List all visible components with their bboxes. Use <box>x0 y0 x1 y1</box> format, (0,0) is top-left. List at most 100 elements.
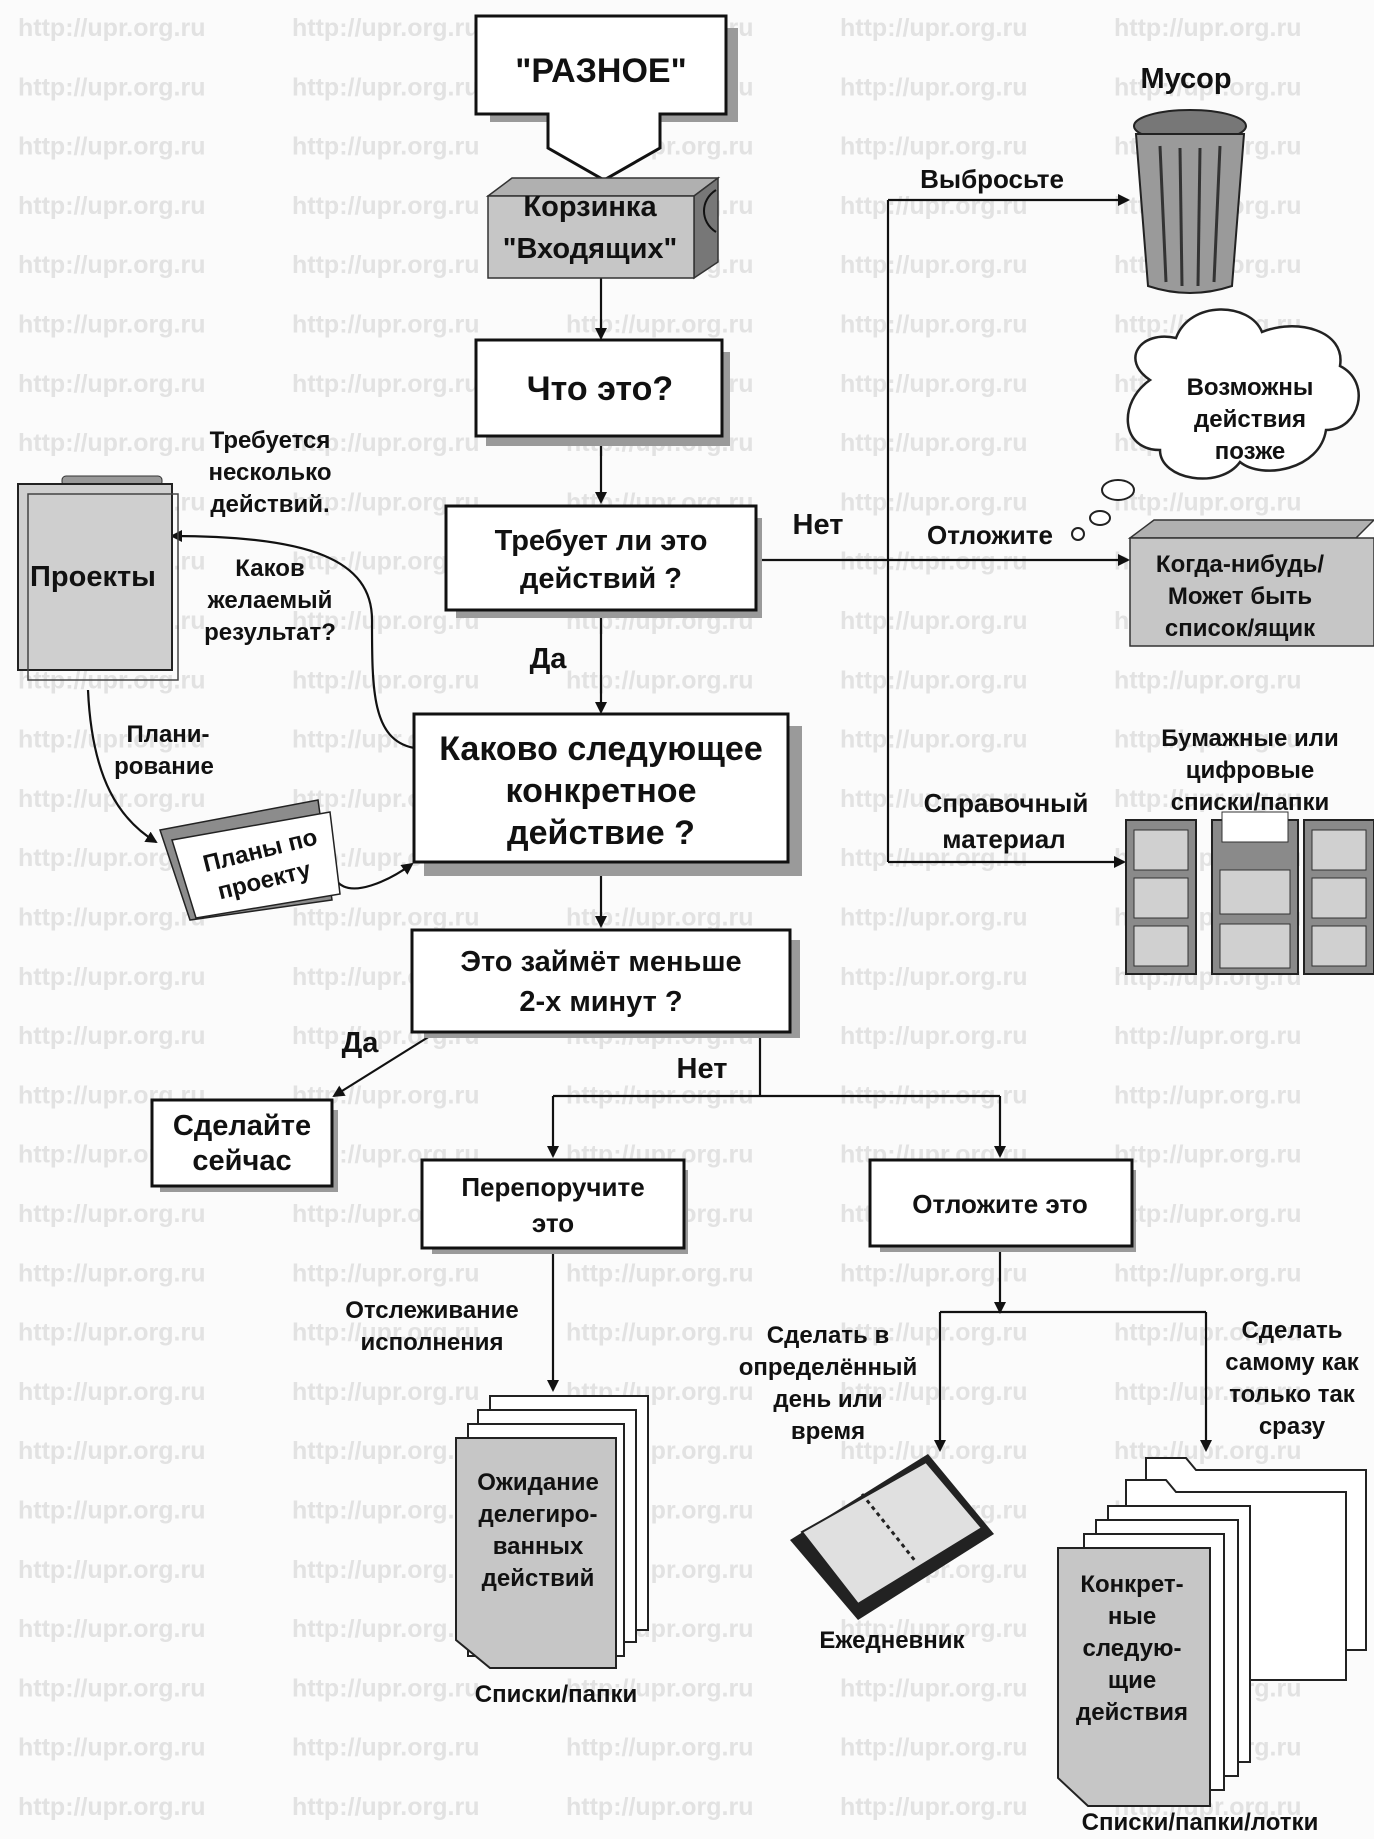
delegate-label-1: Перепоручите <box>461 1172 644 1202</box>
two-minutes-label-1: Это займёт меньше <box>460 946 741 978</box>
watermark-text: http://upr.org.ru <box>566 666 753 694</box>
inbox-tray: Корзинка "Входящих" <box>485 176 721 280</box>
planning-label: Плани- рование <box>114 721 214 780</box>
watermark-text: http://upr.org.ru <box>18 1437 205 1465</box>
watermark-text: http://upr.org.ru <box>292 1556 479 1584</box>
stuff-box: "РАЗНОЕ" <box>474 14 738 182</box>
watermark-text: http://upr.org.ru <box>292 192 479 220</box>
svg-text:следую-: следую- <box>1083 1635 1182 1662</box>
asap-label: Сделать самому как только так сразу <box>1225 1317 1360 1440</box>
filing-cabinets-icon <box>1125 811 1374 975</box>
calendar-label: Ежедневник <box>819 1627 965 1654</box>
watermark-text: http://upr.org.ru <box>292 1615 479 1643</box>
watermark-text: http://upr.org.ru <box>840 251 1027 279</box>
trash-can-icon <box>1133 109 1247 294</box>
watermark-text: http://upr.org.ru <box>18 133 205 161</box>
watermark-text: http://upr.org.ru <box>840 963 1027 991</box>
two-minutes-label-2: 2-х минут ? <box>519 986 682 1018</box>
next-action-label-3: действие ? <box>507 814 695 852</box>
watermark-text: http://upr.org.ru <box>292 1674 479 1702</box>
svg-text:исполнения: исполнения <box>360 1329 503 1356</box>
watermark-text: http://upr.org.ru <box>18 14 205 42</box>
watermark-text: http://upr.org.ru <box>840 1437 1027 1465</box>
next-action-box: Каково следующее конкретное действие ? <box>412 712 802 876</box>
svg-text:Может быть: Может быть <box>1168 583 1312 610</box>
defer-label: Отложите это <box>912 1189 1087 1219</box>
svg-text:Бумажные или: Бумажные или <box>1161 725 1339 752</box>
watermark-text: http://upr.org.ru <box>18 1734 205 1762</box>
watermark-text: http://upr.org.ru <box>1114 666 1301 694</box>
svg-text:Конкрет-: Конкрет- <box>1080 1571 1183 1598</box>
watermark-text: http://upr.org.ru <box>1114 1437 1301 1465</box>
watermark-text: http://upr.org.ru <box>18 1793 205 1821</box>
watermark-text: http://upr.org.ru <box>18 73 205 101</box>
actionable-label-1: Требует ли это <box>495 525 708 557</box>
watermark-text: http://upr.org.ru <box>1114 785 1301 813</box>
specific-time-label: Сделать в определённый день или время <box>739 1322 918 1445</box>
svg-text:позже: позже <box>1215 438 1286 465</box>
watermark-text: http://upr.org.ru <box>18 1319 205 1347</box>
watermark-text: http://upr.org.ru <box>292 370 479 398</box>
watermark-text: http://upr.org.ru <box>18 311 205 339</box>
inbox-label-1: Корзинка <box>523 191 657 223</box>
watermark-text: http://upr.org.ru <box>840 133 1027 161</box>
watermark-text: http://upr.org.ru <box>1114 1200 1301 1228</box>
what-is-it-label: Что это? <box>527 370 673 408</box>
svg-text:время: время <box>791 1418 865 1445</box>
svg-text:щие: щие <box>1108 1667 1156 1694</box>
watermark-text: http://upr.org.ru <box>840 1319 1027 1347</box>
watermark-text: http://upr.org.ru <box>292 1319 479 1347</box>
projects-binder: Проекты <box>17 475 179 681</box>
watermark-text: http://upr.org.ru <box>292 429 479 457</box>
watermark-text: http://upr.org.ru <box>840 311 1027 339</box>
watermark-text: http://upr.org.ru <box>292 1497 479 1525</box>
no-label-actionable: Нет <box>793 509 844 541</box>
calendar-book-icon <box>790 1454 994 1620</box>
svg-text:Сделать в: Сделать в <box>767 1322 889 1349</box>
watermark-text: http://upr.org.ru <box>840 726 1027 754</box>
svg-text:день или: день или <box>773 1386 882 1413</box>
watermark-text: http://upr.org.ru <box>1114 1319 1301 1347</box>
yes-label-two-minutes: Да <box>342 1027 380 1059</box>
watermark-text: http://upr.org.ru <box>1114 14 1301 42</box>
watermark-text: http://upr.org.ru <box>1114 1081 1301 1109</box>
watermark-text: http://upr.org.ru <box>18 429 205 457</box>
svg-text:цифровые: цифровые <box>1186 757 1314 784</box>
watermark-text: http://upr.org.ru <box>566 1674 753 1702</box>
svg-text:Ожидание: Ожидание <box>477 1469 599 1496</box>
next-action-label-1: Каково следующее <box>439 730 763 768</box>
watermark-text: http://upr.org.ru <box>1114 1259 1301 1287</box>
inbox-label-2: "Входящих" <box>503 233 678 265</box>
watermark-text: http://upr.org.ru <box>18 1497 205 1525</box>
watermark-text: http://upr.org.ru <box>1114 1141 1301 1169</box>
maybe-cloud: Возможны действия позже <box>1089 308 1360 526</box>
watermark-text: http://upr.org.ru <box>18 1259 205 1287</box>
watermark-text: http://upr.org.ru <box>840 844 1027 872</box>
watermark-text: http://upr.org.ru <box>292 607 479 635</box>
watermark-text: http://upr.org.ru <box>840 785 1027 813</box>
no-label-two-minutes: Нет <box>677 1053 728 1085</box>
svg-text:действия: действия <box>1076 1699 1188 1726</box>
watermark-text: http://upr.org.ru <box>292 1734 479 1762</box>
watermark-text: http://upr.org.ru <box>840 14 1027 42</box>
svg-text:материал: материал <box>942 824 1065 854</box>
watermark-text: http://upr.org.ru <box>1114 726 1301 754</box>
reference-material-label: Справочный материал <box>924 788 1089 854</box>
watermark-text: http://upr.org.ru <box>840 370 1027 398</box>
watermark-text: http://upr.org.ru <box>292 1437 479 1465</box>
tracking-label: Отслеживание исполнения <box>345 1297 519 1356</box>
watermark-text: http://upr.org.ru <box>292 311 479 339</box>
watermark-text: http://upr.org.ru <box>840 429 1027 457</box>
watermark-text: http://upr.org.ru <box>292 1793 479 1821</box>
watermark-text: http://upr.org.ru <box>18 904 205 932</box>
watermark-text: http://upr.org.ru <box>18 1615 205 1643</box>
watermark-text: http://upr.org.ru <box>292 904 479 932</box>
watermark-text: http://upr.org.ru <box>840 666 1027 694</box>
svg-text:Сделать: Сделать <box>1241 1317 1342 1344</box>
svg-text:самому как: самому как <box>1225 1349 1360 1376</box>
watermark-text: http://upr.org.ru <box>18 726 205 754</box>
watermark-text: http://upr.org.ru <box>292 1259 479 1287</box>
svg-text:Возможны: Возможны <box>1187 374 1314 401</box>
watermark-text: http://upr.org.ru <box>566 1734 753 1762</box>
